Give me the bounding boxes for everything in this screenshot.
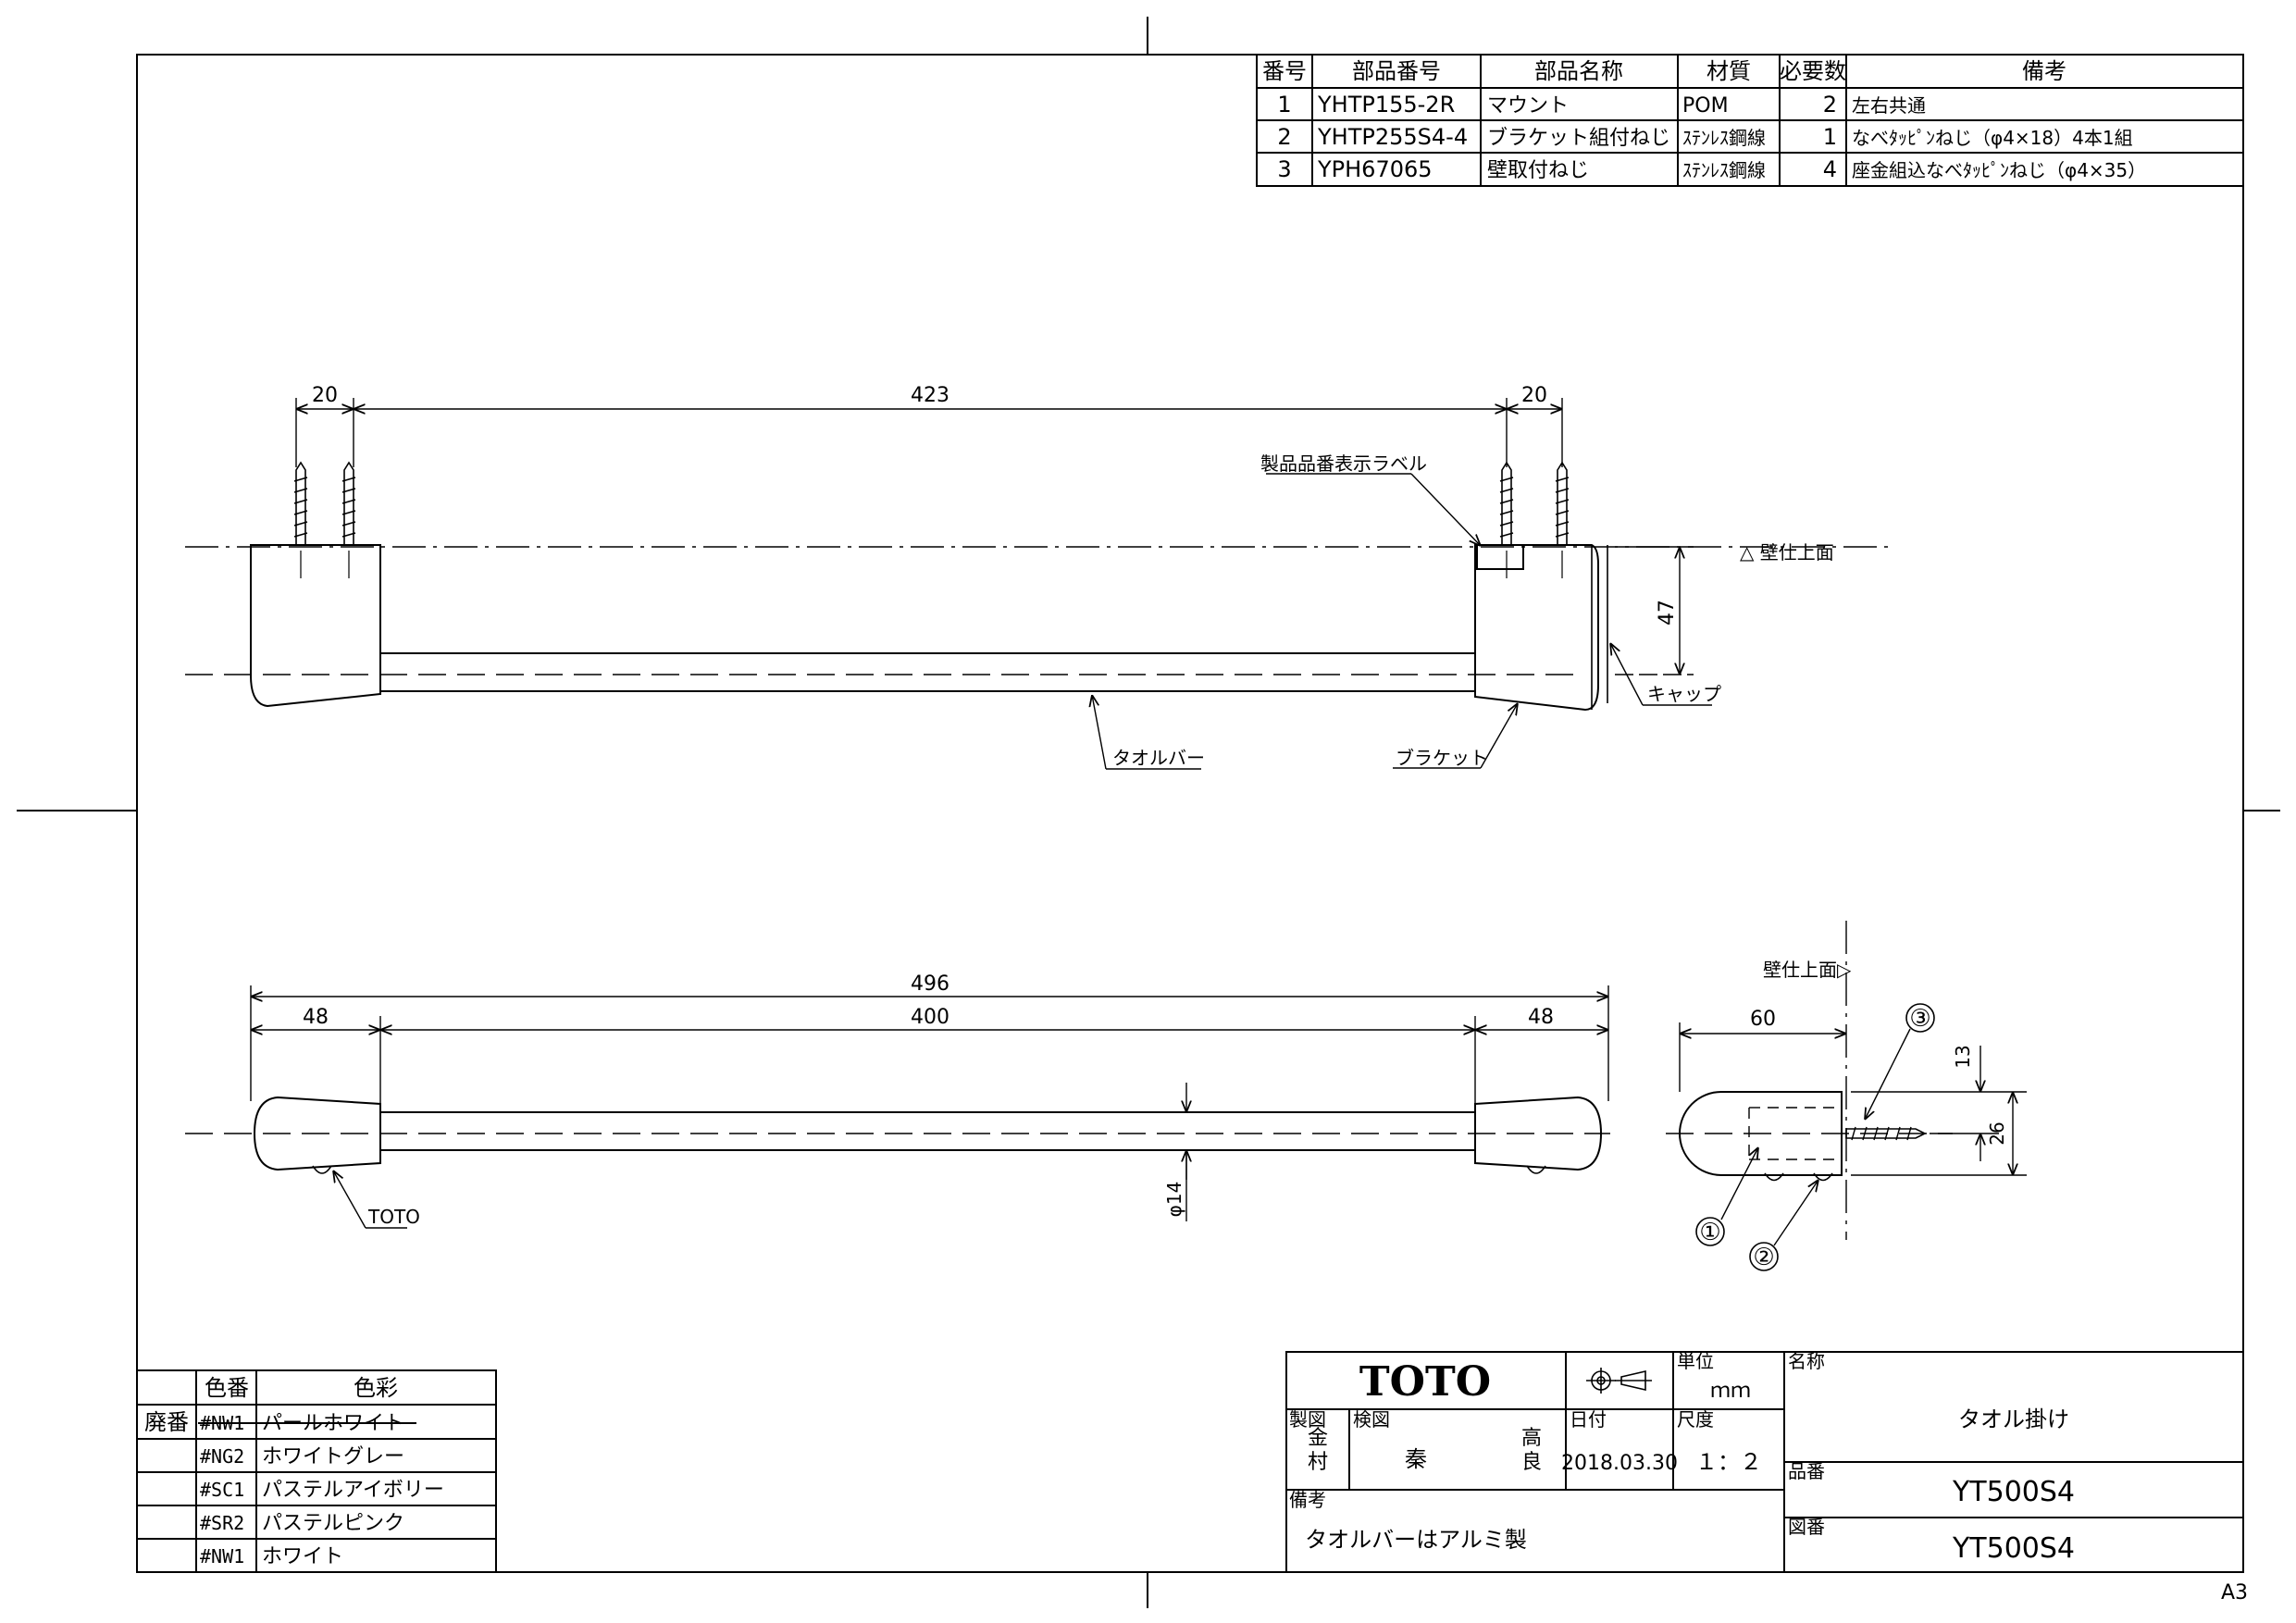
sheet-size: A3 <box>2221 1581 2248 1604</box>
parts-row1-quantity: 2 <box>1823 92 1837 118</box>
callout-1: ① <box>1699 1219 1720 1246</box>
drawing-number-label: 図番 <box>1788 1516 1825 1538</box>
parts-row3-remarks: 座金組込なべﾀｯﾋﾟﾝねじ（φ4×35） <box>1852 159 2146 181</box>
screws-left-front <box>293 461 356 546</box>
color-row5-name: ホワイト <box>262 1545 343 1568</box>
parts-header-remarks: 備考 <box>2022 58 2066 84</box>
parts-header-material: 材質 <box>1706 58 1751 84</box>
checked-value-2: 高良 <box>1521 1427 1542 1474</box>
remarks-label: 備考 <box>1289 1489 1326 1511</box>
wall-screw-side <box>1845 1128 1927 1139</box>
color-row3-code: #SC1 <box>200 1479 244 1501</box>
dim-side-60: 60 <box>1750 1008 1776 1031</box>
mount-side <box>1679 1091 1843 1176</box>
dim-side-13: 13 <box>1952 1045 1974 1068</box>
left-mount-bottom <box>253 1096 381 1171</box>
parts-row3-material: ｽﾃﾝﾚｽ鋼線 <box>1682 159 1766 181</box>
dim-bottom-right-48: 48 <box>1528 1006 1554 1029</box>
dim-bottom-phi14: φ14 <box>1163 1182 1185 1218</box>
title-block <box>1285 1351 2244 1573</box>
label-wall-surface-side: 壁仕上面▷ <box>1763 959 1852 981</box>
bottom-view <box>185 985 1610 1229</box>
color-row2-code: #NG2 <box>200 1445 244 1468</box>
parts-header-part-name: 部品名称 <box>1534 58 1623 84</box>
name-value: タオル掛け <box>1958 1406 2069 1432</box>
front-view <box>185 398 1893 770</box>
color-row4-code: #SR2 <box>200 1512 244 1534</box>
drawn-label: 製図 <box>1289 1408 1326 1431</box>
right-mount-bottom <box>1474 1096 1603 1171</box>
dim-front-right-20: 20 <box>1521 384 1547 407</box>
parts-row1-part-number: YHTP155-2R <box>1317 92 1455 118</box>
parts-row2-part-number: YHTP255S4-4 <box>1317 124 1468 150</box>
date-value: 2018.03.30 <box>1561 1452 1678 1475</box>
dim-front-47: 47 <box>1656 600 1679 626</box>
right-bracket-front <box>1474 544 1599 712</box>
color-row4-name: パステルピンク <box>262 1512 404 1535</box>
scale-value: １：２ <box>1695 1449 1762 1475</box>
parts-row1-part-name: マウント <box>1487 94 1569 118</box>
screws-right-front <box>1499 461 1570 546</box>
parts-table: 番号 部品番号 部品名称 材質 必要数 備考 1 YHTP155-2R マウント… <box>1256 54 2244 187</box>
parts-row3-part-number: YPH67065 <box>1317 156 1433 182</box>
checked-label: 検図 <box>1353 1408 1390 1431</box>
remarks-value: タオルバーはアルミ製 <box>1305 1527 1527 1553</box>
label-product-tag: 製品品番表示ラベル <box>1260 452 1427 475</box>
brand-logo: TOTO <box>1359 1358 1491 1406</box>
label-toto-logo-mark: TOTO <box>367 1206 420 1228</box>
parts-row1-remarks: 左右共通 <box>1852 94 1926 117</box>
dim-bottom-400: 400 <box>911 1006 949 1029</box>
projection-symbol <box>1586 1368 1652 1394</box>
color-row2-name: ホワイトグレー <box>262 1445 404 1468</box>
towel-bar-bottom <box>379 1111 1476 1151</box>
dim-side-26: 26 <box>1986 1121 2008 1145</box>
name-label: 名称 <box>1788 1350 1825 1372</box>
parts-row1-material: POM <box>1682 94 1729 118</box>
color-header-code: 色番 <box>205 1375 249 1401</box>
unit-label: 単位 <box>1677 1350 1714 1372</box>
label-cap: キャップ <box>1647 683 1721 705</box>
sheet-frame <box>17 17 2280 1608</box>
parts-row2-part-name: ブラケット組付ねじ <box>1487 127 1670 150</box>
parts-row3-no: 3 <box>1277 156 1291 182</box>
label-towel-bar: タオルバー <box>1112 747 1205 769</box>
callout-3: ③ <box>1909 1005 1930 1033</box>
parts-header-quantity: 必要数 <box>1780 58 1846 84</box>
product-number-label: 品番 <box>1788 1460 1825 1482</box>
parts-row2-material: ｽﾃﾝﾚｽ鋼線 <box>1682 127 1766 149</box>
dim-front-left-20: 20 <box>312 384 338 407</box>
color-table: 色番 色彩 廃番 #NW1 パールホワイト #NG2 ホワイトグレー #SC1 … <box>136 1369 497 1573</box>
parts-row3-quantity: 4 <box>1823 156 1837 182</box>
dim-bottom-left-48: 48 <box>303 1006 329 1029</box>
dim-front-423: 423 <box>911 384 949 407</box>
color-row1-prefix: 廃番 <box>144 1409 189 1435</box>
unit-value: ｍｍ <box>1710 1380 1751 1403</box>
parts-row1-no: 1 <box>1277 92 1291 118</box>
scale-label: 尺度 <box>1677 1408 1714 1431</box>
parts-header-no: 番号 <box>1262 58 1307 84</box>
side-view <box>1666 921 2027 1271</box>
product-label <box>1476 544 1524 570</box>
label-bracket: ブラケット <box>1396 747 1488 769</box>
product-number-value: YT500S4 <box>1952 1476 2075 1508</box>
parts-row2-remarks: なべﾀｯﾋﾟﾝねじ（φ4×18）4本1組 <box>1852 127 2133 149</box>
date-label: 日付 <box>1570 1408 1607 1431</box>
drawing-number-value: YT500S4 <box>1952 1532 2075 1565</box>
dim-bottom-496: 496 <box>911 973 949 996</box>
towel-bar-front <box>379 652 1476 692</box>
left-bracket-front <box>250 544 381 708</box>
parts-row2-no: 2 <box>1277 124 1291 150</box>
label-wall-surface-front: △ 壁仕上面 <box>1740 541 1834 564</box>
parts-row3-part-name: 壁取付ねじ <box>1487 159 1589 182</box>
color-header-name: 色彩 <box>354 1375 398 1401</box>
drawn-value: 金村 <box>1308 1427 1328 1474</box>
color-row3-name: パステルアイボリー <box>262 1479 444 1502</box>
color-row5-code: #NW1 <box>200 1545 244 1567</box>
callout-2: ② <box>1753 1244 1774 1271</box>
checked-value-1: 秦 <box>1405 1446 1427 1472</box>
parts-header-part-number: 部品番号 <box>1352 58 1441 84</box>
parts-row2-quantity: 1 <box>1823 124 1837 150</box>
